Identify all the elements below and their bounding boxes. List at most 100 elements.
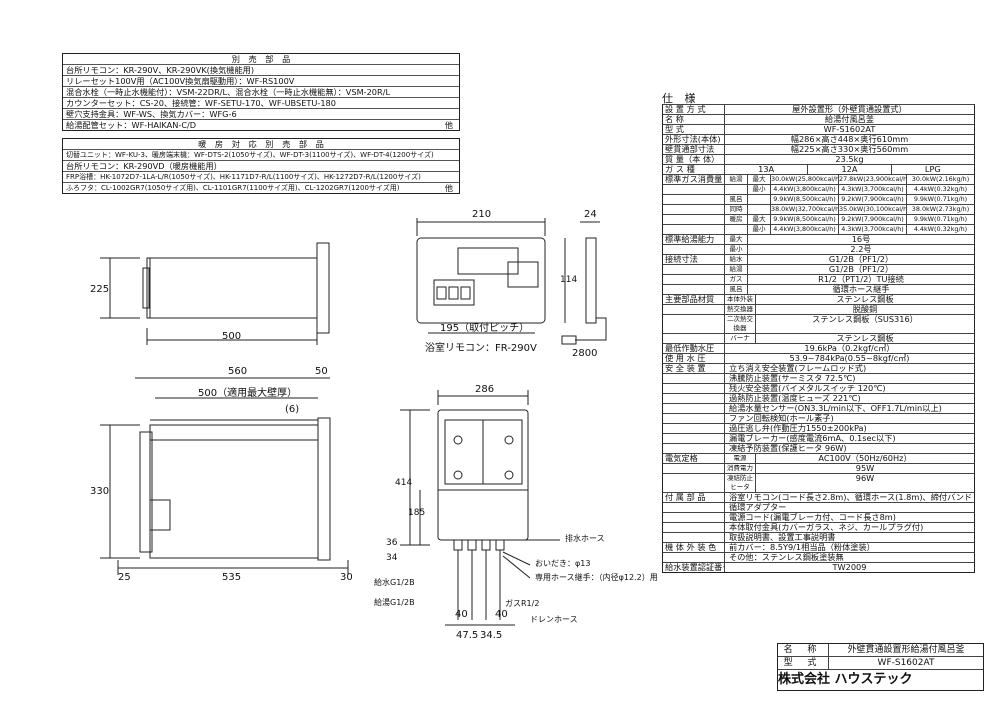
spec-row: 電源コード(漏電ブレーカ付、コード長さ8m) <box>662 512 975 522</box>
spec-row: 漏電ブレーカー(感度電流6mA、0.1sec以下) <box>662 433 975 443</box>
spec-label <box>663 215 725 224</box>
spec-value: G1/2B（PF1/2） <box>828 265 894 274</box>
consumption-cells: 4.4kW(3,800kcal/h)4.3kW(3,700kcal/h)4.4k… <box>771 185 974 194</box>
spec-label <box>663 195 725 204</box>
spec-label <box>663 245 725 254</box>
spec-label <box>663 444 725 453</box>
spec-label: 質 量（本 体） <box>663 155 725 164</box>
spec-value: その他：ステンレス鋼板塗装無 <box>729 553 844 562</box>
sold-separately-last-row: 給湯配管セット：WF-HAIKAN-C/D <box>66 120 197 130</box>
spec-sub-label: 給湯 <box>725 265 748 274</box>
spec-sub-label: 消費電力 <box>725 464 756 473</box>
spec-row: 残火安全装置(バイメタルスイッチ 120℃) <box>662 383 975 393</box>
spec-row: 沸騰防止装置(サーミスタ 72.5℃) <box>662 373 975 383</box>
consumption-cells: 30.0kW(25,800kcal/h)27.8kW(23,900kcal/h)… <box>771 175 974 184</box>
heating-parts-table: 暖 房 対 応 別 売 部 品 切替ユニット：WF-KU-3、暖房端末機：WF-… <box>62 138 460 194</box>
spec-label <box>663 225 725 234</box>
heating-parts-row: ふろフタ：CL-1002GR7(1050サイズ用)、CL-1101GR7(110… <box>63 182 459 193</box>
spec-label <box>663 404 725 413</box>
spec-value: 循環アダプター <box>729 503 787 512</box>
spec-row: バーナステンレス鋼板 <box>662 333 975 343</box>
spec-value: ステンレス鋼板 <box>836 334 894 343</box>
label-drain-dia: おいだき：φ13 <box>535 559 590 568</box>
spec-sub-label: ガス <box>725 275 748 284</box>
spec-value: G1/2B（PF1/2） <box>828 255 894 264</box>
spec-row: 壁貫通部寸法幅225×高さ330×奥行560mm <box>662 144 975 154</box>
spec-value: 過熱防止装置(温度ヒューズ 221℃) <box>729 394 861 403</box>
spec-label: 設 置 方 式 <box>663 105 725 114</box>
spec-value: 幅286×高さ448×奥行610mm <box>790 135 909 144</box>
spec-row: 取扱説明書、設置工事説明書 <box>662 532 975 542</box>
dim-414: 414 <box>395 478 412 488</box>
front-view <box>400 390 560 626</box>
dim-500: 500 <box>222 331 241 342</box>
spec-label: ガ ス 種 <box>663 165 725 174</box>
spec-label: 主要部品材質 <box>663 295 725 304</box>
dim-535: 535 <box>222 572 241 583</box>
sold-separately-row: リレーセット100V用（AC100V換気扇駆動用）：WF-RS100V <box>63 75 459 86</box>
spec-sub-label: 本体外装 <box>725 295 756 304</box>
spec-sub-label: 風呂 <box>725 285 748 294</box>
spec-sub-label: 最大 <box>748 175 771 184</box>
spec-row: 過熱防止装置(温度ヒューズ 221℃) <box>662 393 975 403</box>
dim-6: (6) <box>285 404 299 415</box>
consumption-value: 4.4kW(0.32kg/h) <box>913 225 968 233</box>
spec-value: 95W <box>855 464 875 473</box>
consumption-value: 9.9kW(8,500kcal/h) <box>771 215 839 224</box>
spec-label <box>663 533 725 542</box>
consumption-value: 38.0kW(2.73kg/h) <box>911 205 970 213</box>
spec-sub-label: 風呂 <box>725 195 748 204</box>
spec-label <box>663 394 725 403</box>
heating-parts-row: 切替ユニット：WF-KU-3、暖房端末機：WF-DTS-2(1050サイズ)、W… <box>63 149 459 160</box>
spec-row: 安 全 装 置立ち消え安全装置(フレームロッド式) <box>662 363 975 373</box>
spec-row: 主要部品材質本体外装ステンレス鋼板 <box>662 294 975 304</box>
sold-separately-row: 給湯配管セット：WF-HAIKAN-C/D 他 <box>63 119 459 130</box>
spec-label: 標準ガス消費量 <box>663 175 725 184</box>
dim-114: 114 <box>560 275 577 285</box>
consumption-value: 27.8kW(23,900kcal/h) <box>839 175 907 184</box>
consumption-cells: 4.4kW(3,800kcal/h)4.3kW(3,700kcal/h)4.4k… <box>771 225 974 234</box>
heating-parts-header: 暖 房 対 応 別 売 部 品 <box>198 139 327 149</box>
label-water-in: 給水G1/2B <box>374 577 415 587</box>
spec-row: 付 属 部 品浴室リモコン(コード長さ2.8m)、循環ホース(1.8m)、締付バ… <box>662 492 975 502</box>
label-hose-fitting: 専用ホース継手：（内径φ12.2）用 <box>535 572 658 582</box>
dim-210: 210 <box>472 209 491 220</box>
sold-separately-etc: 他 <box>444 120 453 130</box>
remote-controller <box>416 218 607 345</box>
spec-value: AC100V（50Hz/60Hz） <box>818 454 912 463</box>
spec-sub-label: 二次熱交換器 <box>725 315 756 333</box>
dim-47-5: 47.5 <box>456 630 478 641</box>
gas-type: LPG <box>924 165 941 174</box>
dim-24: 24 <box>584 209 597 220</box>
sold-separately-row: 混合水栓（一時止水機能付）：VSM-22DR/L、混合水栓（一時止水機能無）：V… <box>63 86 459 97</box>
dim-40a: 40 <box>455 609 468 620</box>
consumption-value: 35.0kW(30,100kcal/h) <box>839 205 907 214</box>
spec-value: 53.9~784kPa(0.55~8kgf/c㎡) <box>789 354 910 363</box>
spec-sub-label: 最大 <box>725 235 748 244</box>
spec-label <box>663 414 725 423</box>
dim-330: 330 <box>90 486 109 497</box>
spec-value: WF-S1602AT <box>823 125 876 134</box>
spec-value: 循環ホース継手 <box>832 285 890 294</box>
spec-row: その他：ステンレス鋼板塗装無 <box>662 552 975 562</box>
spec-label: 機 体 外 装 色 <box>663 543 725 552</box>
spec-sub-label: 給湯 <box>725 175 748 184</box>
spec-value: TW2009 <box>832 563 867 572</box>
label-gas: ガスR1/2 <box>505 598 539 608</box>
consumption-value: 38.0kW(32,700kcal/h) <box>771 205 839 214</box>
consumption-value: 9.2kW(7,900kcal/h) <box>839 195 907 204</box>
spec-sub-label: 最小 <box>748 185 771 194</box>
title-name-value: 外壁貫通設置形給湯付風呂釜 <box>847 645 965 655</box>
gas-type: 13A <box>725 165 809 174</box>
heating-parts-etc: 他 <box>444 183 453 193</box>
spec-row: 外形寸法(本体)幅286×高さ448×奥行610mm <box>662 134 975 144</box>
gas-type: 12A <box>808 165 892 174</box>
